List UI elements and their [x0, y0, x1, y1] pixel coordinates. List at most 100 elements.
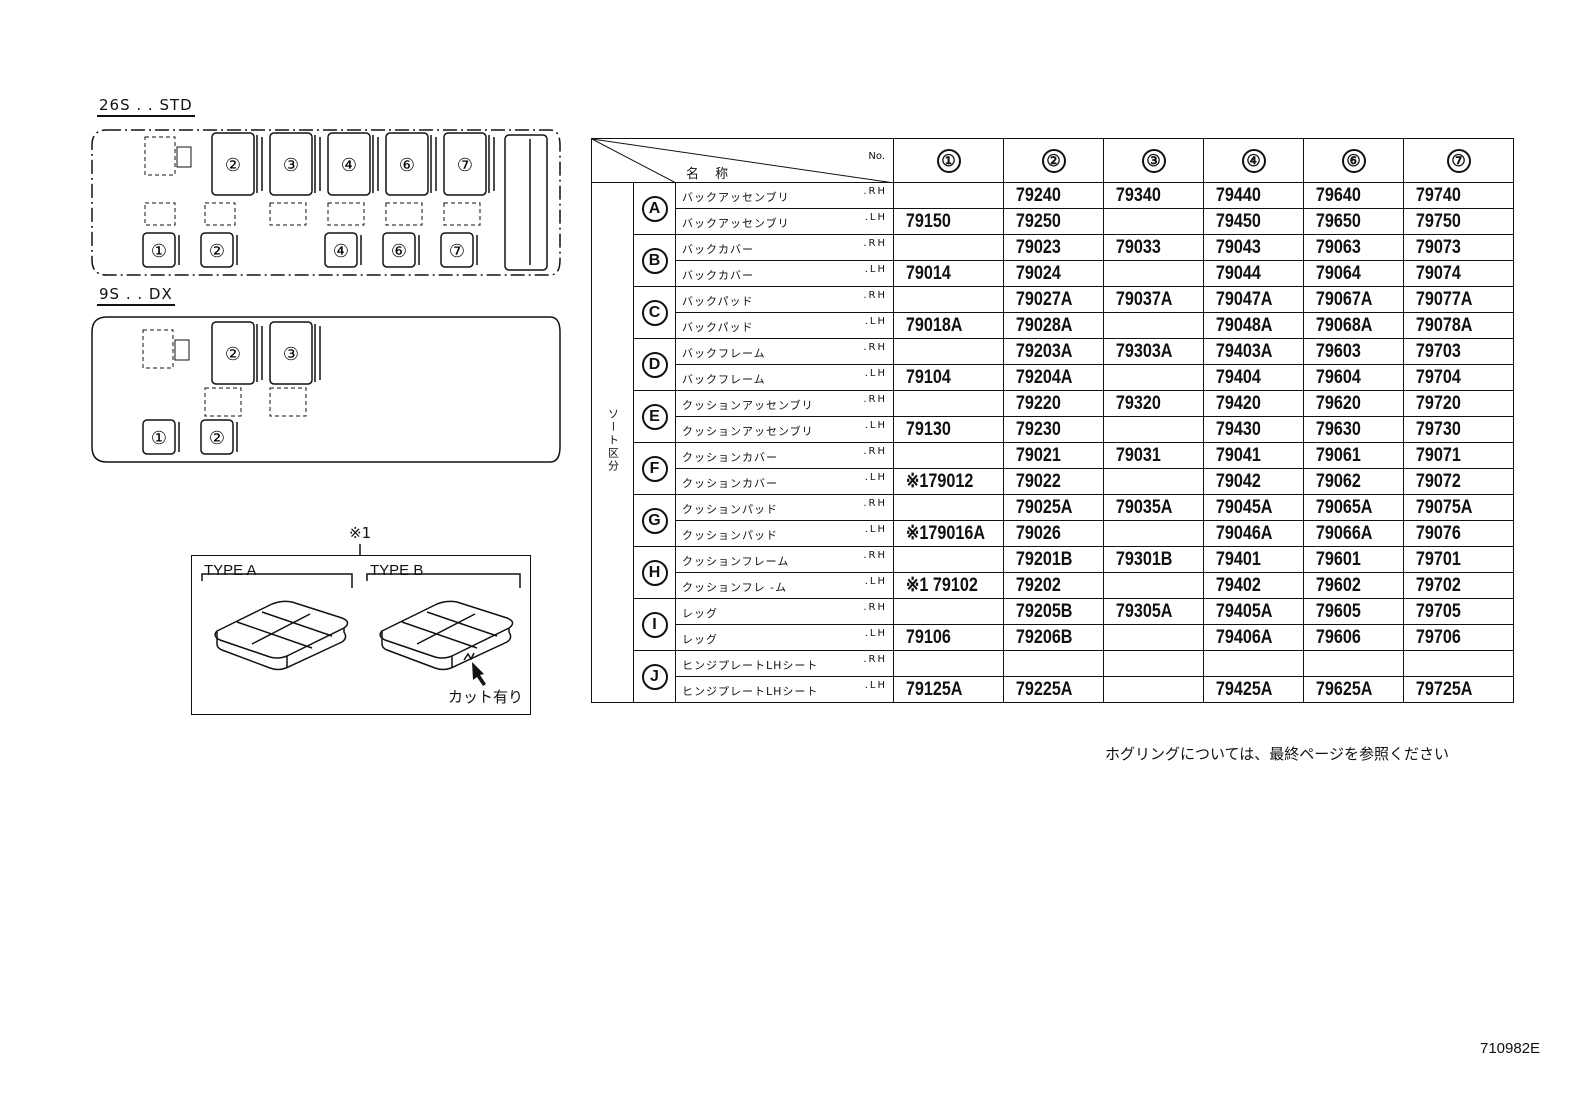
part-code-cell: 79606: [1303, 624, 1405, 651]
part-code: 79037A: [1115, 288, 1173, 310]
part-side: .LH: [864, 212, 888, 223]
part-code: 79630: [1315, 418, 1361, 440]
part-code: ※179016A: [905, 523, 986, 544]
part-code-cell: 79014: [893, 260, 1005, 287]
part-code: 79204A: [1015, 366, 1073, 388]
part-code-cell: 79430: [1203, 416, 1305, 443]
part-code: 79068A: [1315, 314, 1373, 336]
part-code-cell: ※179016A: [893, 520, 1005, 547]
part-code-cell: [1103, 676, 1205, 703]
part-code-cell: [893, 650, 1005, 677]
part-name: バックフレーム: [682, 347, 766, 360]
part-code-cell: 79320: [1103, 390, 1205, 417]
part-code: 79301B: [1115, 548, 1173, 570]
part-name: クッションカバー: [682, 451, 778, 464]
part-code: 79042: [1215, 470, 1261, 492]
part-code: 79650: [1315, 210, 1361, 232]
part-code: 79071: [1415, 444, 1461, 466]
part-name: クッションフレ -ム: [682, 581, 788, 594]
group-letter-cell: H: [633, 546, 676, 599]
part-code: 79601: [1315, 548, 1361, 570]
header-name-label: 名 称: [686, 167, 735, 182]
part-code: 79045A: [1215, 496, 1273, 518]
part-code: 79044: [1215, 262, 1261, 284]
part-code-cell: [893, 546, 1005, 573]
part-side: .LH: [864, 524, 888, 535]
part-code: 79043: [1215, 236, 1261, 258]
layout-label-9s: 9S . . DX: [97, 285, 175, 306]
floorplan-9s: ② ③ ① ②: [91, 316, 561, 463]
part-code-cell: [893, 234, 1005, 261]
part-code-cell: 79625A: [1303, 676, 1405, 703]
part-code-cell: [1103, 468, 1205, 495]
part-code: 79035A: [1115, 496, 1173, 518]
table-header-row: 名 称 No. ① ② ③ ④ ⑥ ⑦: [590, 138, 1515, 183]
part-code-cell: 79701: [1403, 546, 1515, 573]
part-code: 79401: [1215, 548, 1261, 570]
part-code: 79406A: [1215, 626, 1273, 648]
part-code: 79602: [1315, 574, 1361, 596]
part-code: 79027A: [1015, 288, 1073, 310]
group-letter-cell: E: [633, 390, 676, 443]
part-code-cell: [893, 182, 1005, 209]
part-code-cell: 79046A: [1203, 520, 1305, 547]
part-code: 79250: [1015, 210, 1061, 232]
group-letter: I: [641, 611, 668, 638]
group-letter: D: [641, 351, 668, 378]
part-code: 79046A: [1215, 522, 1273, 544]
part-code: 79026: [1015, 522, 1061, 544]
part-code: 79076: [1415, 522, 1461, 544]
part-code: 79701: [1415, 548, 1461, 570]
part-code: 79205B: [1015, 600, 1073, 622]
part-code: 79706: [1415, 626, 1461, 648]
part-side: .LH: [864, 316, 888, 327]
part-code: 79023: [1015, 236, 1061, 258]
part-code-cell: 79402: [1203, 572, 1305, 599]
part-code: ※179012: [905, 471, 974, 492]
part-side: .RH: [863, 602, 888, 613]
part-code-cell: 79076: [1403, 520, 1515, 547]
part-code: 79704: [1415, 366, 1461, 388]
part-code-cell: 79106: [893, 624, 1005, 651]
part-code-cell: 79021: [1003, 442, 1105, 469]
part-code: 79225A: [1015, 678, 1073, 700]
seat-label: ④: [333, 241, 349, 262]
part-code-cell: 79704: [1403, 364, 1515, 391]
part-code: 79061: [1315, 444, 1361, 466]
group-letter-cell: F: [633, 442, 676, 495]
group-letter: A: [641, 195, 668, 222]
part-code-cell: 79067A: [1303, 286, 1405, 313]
part-code: 79031: [1115, 444, 1161, 466]
part-code-cell: [1103, 624, 1205, 651]
part-code-cell: 79706: [1403, 624, 1515, 651]
seat-label: ⑦: [449, 241, 465, 262]
group-letter-cell: J: [633, 650, 676, 703]
part-code: 79074: [1415, 262, 1461, 284]
part-name: レッグ: [682, 607, 718, 620]
part-code: 79703: [1415, 340, 1461, 362]
part-code: 79014: [905, 262, 951, 284]
group-letter: G: [641, 507, 668, 534]
part-side: .RH: [863, 290, 888, 301]
part-code: 79018A: [905, 314, 963, 336]
part-code: 79620: [1315, 392, 1361, 414]
part-code: 79604: [1315, 366, 1361, 388]
part-code-cell: 79603: [1303, 338, 1405, 365]
part-code-cell: 79301B: [1103, 546, 1205, 573]
part-code-cell: 79150: [893, 208, 1005, 235]
